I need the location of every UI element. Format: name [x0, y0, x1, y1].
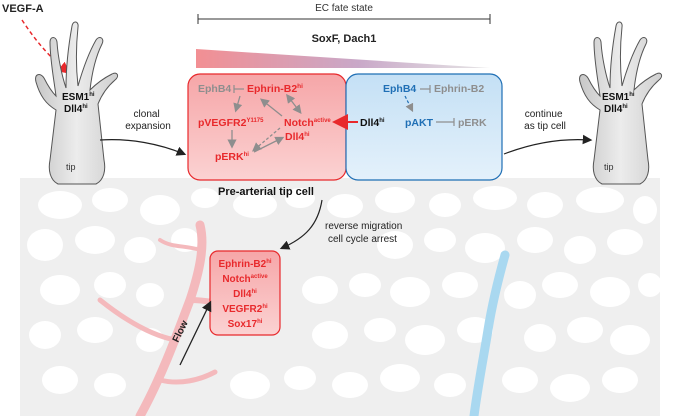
tip-ephrin-inhibition	[420, 85, 431, 93]
right-tip-marker-esm1: ESM1hi	[602, 92, 635, 103]
tip-box-dll4: Dll4hi	[360, 117, 385, 129]
right-tip-cell	[579, 21, 663, 185]
right-tip-marker-dll4: Dll4hi	[604, 104, 628, 115]
artery-marker: Notchactive	[222, 274, 268, 285]
clonal-expansion-arrow	[99, 139, 187, 156]
ephb4-to-pakt-arrow	[404, 95, 414, 113]
left-tip-label: tip	[66, 162, 76, 172]
pre-arterial-perk: pERKhi	[215, 151, 249, 163]
clonal-expansion-label: clonal expansion	[125, 109, 171, 132]
vein	[469, 250, 510, 416]
artery-marker: Sox17hi	[228, 319, 263, 330]
soxf-gradient-wedge	[196, 49, 490, 68]
flow-arrow	[179, 300, 212, 366]
pre-arterial-ephb4: EphB4	[198, 83, 231, 95]
ephb4-inhibition	[233, 85, 244, 93]
artery-marker-list: Ephrin-B2hi Notchactive Dll4hi VEGFR2hi …	[218, 259, 271, 330]
ec-fate-scale	[197, 14, 491, 24]
reverse-migration-arrow	[279, 199, 323, 250]
artery-marker: VEGFR2hi	[222, 304, 268, 315]
tip-box-ephrin-b2: Ephrin-B2	[434, 83, 484, 95]
continue-tip-arrow	[503, 134, 593, 155]
tip-box-perk: pERK	[458, 117, 487, 129]
right-tip-label: tip	[604, 162, 614, 172]
vegf-a-label: VEGF-A	[2, 3, 44, 15]
artery-marker: Ephrin-B2hi	[218, 259, 271, 270]
pre-arterial-ephrin-b2: Ephrin-B2hi	[247, 83, 303, 95]
continue-tip-label: continue as tip cell	[524, 109, 566, 132]
artery-cell-box	[209, 250, 281, 336]
pre-arterial-pvegfr2: pVEGFR2Y1175	[198, 117, 264, 129]
pakt-perk-inhibition	[436, 118, 455, 126]
reverse-migration-label: reverse migration cell cycle arrest	[325, 221, 405, 245]
pre-arterial-arrows	[227, 93, 302, 153]
tip-box-pakt: pAKT	[405, 117, 434, 129]
artery-marker: Dll4hi	[233, 289, 257, 300]
pre-arterial-dll4: Dll4hi	[285, 131, 310, 143]
left-tip-marker-dll4: Dll4hi	[64, 104, 88, 115]
left-tip-marker-esm1: ESM1hi	[62, 92, 95, 103]
vegf-a-arrow	[21, 19, 71, 74]
pre-arterial-caption: Pre-arterial tip cell	[218, 186, 314, 198]
pre-arterial-notch: Notchactive	[284, 117, 331, 129]
vascular-network	[20, 178, 662, 416]
tip-box-ephb4: EphB4	[383, 83, 416, 95]
soxf-label: SoxF, Dach1	[312, 33, 377, 45]
ec-fate-label: EC fate state	[315, 3, 373, 14]
left-tip-cell	[35, 21, 119, 185]
